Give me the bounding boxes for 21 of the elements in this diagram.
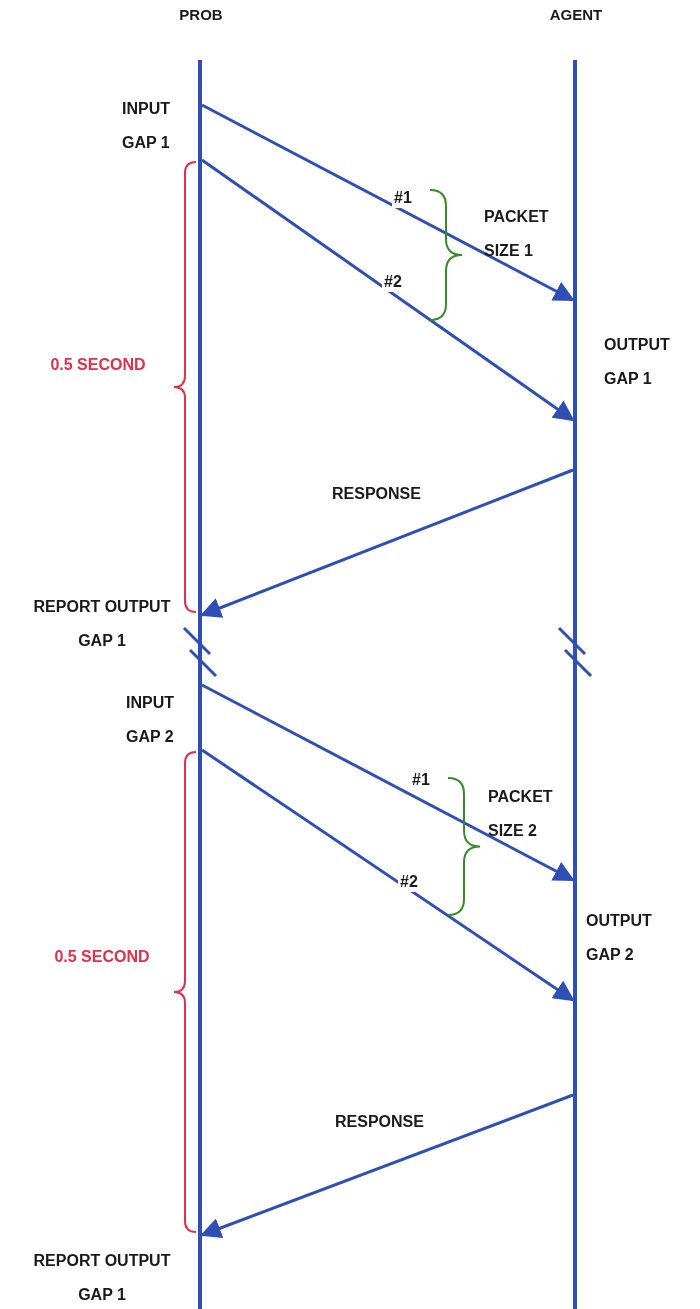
edge-label: #2	[398, 872, 420, 892]
time-label: 0.5 SECOND	[49, 355, 147, 375]
arrow	[201, 158, 575, 422]
annotation-label: PACKET SIZE 1	[484, 207, 550, 261]
arrow	[201, 683, 575, 882]
annotation-label: REPORT OUTPUT GAP 1	[32, 597, 172, 651]
edge-label: #2	[382, 272, 404, 292]
time-label: 0.5 SECOND	[53, 947, 151, 967]
arrow	[201, 748, 575, 1002]
annotation-label: OUTPUT GAP 1	[604, 335, 671, 389]
annotation-label: INPUT GAP 1	[122, 99, 171, 153]
annotation-label: REPORT OUTPUT GAP 1	[32, 1251, 172, 1305]
arrow	[200, 468, 574, 618]
edge-label: #1	[392, 188, 414, 208]
annotation-label: OUTPUT GAP 2	[586, 911, 653, 965]
arrow	[201, 103, 575, 302]
annotation-label: PACKET SIZE 2	[488, 787, 554, 841]
lifeline-label: AGENT	[549, 6, 603, 23]
lifeline-label: PROB	[179, 6, 223, 23]
arrow	[200, 1093, 574, 1239]
annotation-label: INPUT GAP 2	[126, 693, 175, 747]
